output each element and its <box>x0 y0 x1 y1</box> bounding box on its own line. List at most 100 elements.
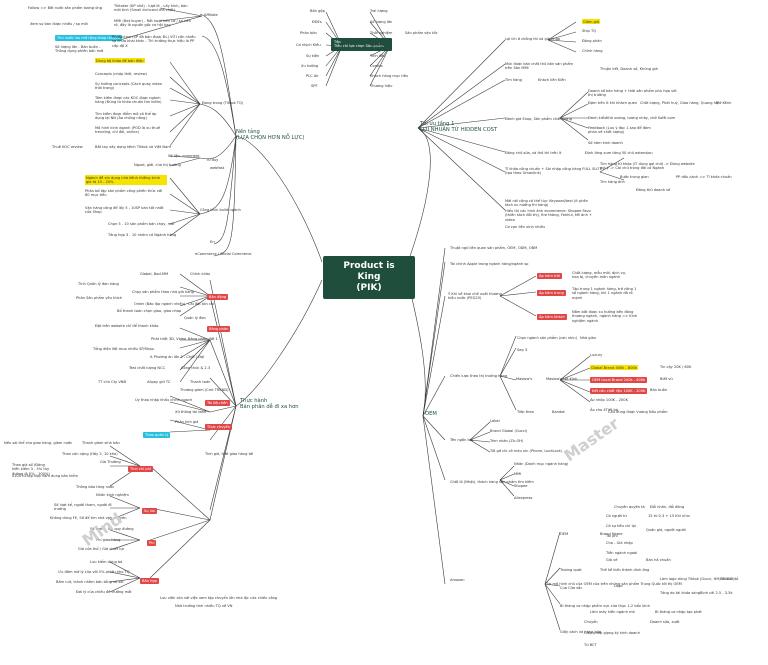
profit-node-22[interactable]: Tìm hàng ảnh <box>600 180 625 184</box>
practice-node-21[interactable]: Thương giám (Cmt TREND) <box>180 388 229 392</box>
practice-node-1[interactable]: Chỉnh khâu <box>190 272 211 276</box>
practice-node-13[interactable]: Tổng diện liệt mua nhiều SP/Shop <box>93 347 154 351</box>
oem-node-63[interactable]: Chuyển <box>584 620 598 624</box>
top-right-8[interactable]: Thương hiệu <box>370 84 393 88</box>
practice-node-12[interactable]: Bảng phân đất 1 <box>188 337 218 341</box>
profit-node-0[interactable]: Lợi ích ở chồng thì xà giá nhập <box>505 37 561 41</box>
practice-node-41[interactable]: Số lượng, lúc quy đường <box>90 527 134 531</box>
foundation-node-3[interactable]: Tâm kiếm được các KOC được ngành hàng (Đ… <box>95 96 162 105</box>
oem-node-64[interactable]: Doanh sửa, xuất <box>650 620 680 624</box>
foundation-node-5[interactable]: Mô hình kinh doanh (POD là xu thuế trend… <box>95 126 160 135</box>
oem-node-9[interactable]: Chiến lược theo thị trường hàng <box>450 374 508 378</box>
practice-node-36[interactable]: Thông báo từng nước <box>76 485 115 489</box>
node-tiktoker[interactable]: Tiktoker (KP nhỏ) - lượt lít - Lấy kinh,… <box>114 4 188 13</box>
top-right-0[interactable]: Trai lượng <box>370 9 388 13</box>
oem-node-16[interactable]: Global Brand 400k - 800k <box>590 365 638 371</box>
profit-node-28[interactable]: Cơ cạn liên xinh nhiều <box>505 225 545 229</box>
oem-node-53[interactable]: Thế kế kiến thành dinh ống <box>600 568 650 572</box>
top-criteria-6[interactable]: PLC Air <box>306 74 319 78</box>
oem-node-60[interactable]: Bi tháng cơ nhập phẩm vực của thực 1-2 b… <box>560 604 650 608</box>
oem-node-44[interactable]: 15 từ 0.3 + 15 Khi nhìn <box>648 514 690 518</box>
oem-node-19[interactable]: Áo nhóp 100K - 200K <box>590 398 628 402</box>
practice-node-26[interactable]: Phân tích giá <box>175 420 199 424</box>
practice-node-8[interactable]: Quản lý đơn <box>184 316 206 320</box>
practice-node-22[interactable]: Tài liệu tiền <box>205 400 230 407</box>
oem-node-41[interactable]: Chuyên quyền tá <box>614 505 645 509</box>
oem-node-21[interactable]: Ảo cho 4Tiết bá <box>590 408 619 412</box>
node-soluong[interactable]: Số lượng lớn - Bán buôn - Thông dụng phi… <box>55 45 104 54</box>
practice-node-43[interactable]: Giá cửa thổ / Giá chiết lực <box>78 547 125 551</box>
branch-oem[interactable]: OEM <box>425 411 437 417</box>
practice-node-7[interactable]: Bổ thanh toán chọn giao, giao nhop <box>117 309 182 313</box>
profit-node-17[interactable]: Số năm kinh doanh <box>588 141 623 145</box>
practice-node-18[interactable]: TT chủ Cty VNĐ <box>98 380 127 384</box>
foundation-node-1[interactable]: Concepts (nhóp thời, review) <box>95 72 147 76</box>
practice-node-16[interactable]: Test chất lượng NCC <box>129 366 166 370</box>
profit-node-11[interactable]: Đợm trên ít khi khách quen <box>588 101 638 105</box>
foundation-node-8[interactable]: Bắt tay xây dựng kênh Tiktok và Việt Nam <box>95 145 171 149</box>
oem-node-42[interactable]: Đổi nhãn, đổi đóng <box>650 505 685 509</box>
foundation-node-15[interactable]: Vận hàng công để lấy 5 - 10SP bán tốt nh… <box>85 206 164 215</box>
top-right-1[interactable]: Số lượng lớn <box>370 20 393 24</box>
oem-node-47[interactable]: Tài phí <box>606 534 618 538</box>
top-right-5[interactable]: Tinh đến <box>370 54 386 58</box>
node-mmi[interactable]: MMI (Net buyer) - Rắt hoạt tiến cơ / sp … <box>114 19 191 28</box>
practice-node-28[interactable]: Tinh giá, thời giao hàng tới <box>205 452 254 456</box>
foundation-node-20[interactable]: eCommerce / Social Commerce <box>195 252 252 256</box>
oem-node-27[interactable]: Tên ngắn tao <box>450 438 474 442</box>
oem-node-7[interactable]: Áp hàm khách <box>537 314 567 321</box>
top-right-2[interactable]: Thời nghiệm <box>370 31 393 35</box>
practice-node-33[interactable]: Theo giá số (Đăng kiến kiểm 3 - 5% tùy đ… <box>12 463 50 476</box>
top-criteria-3[interactable]: Cơ nhịch Kiều <box>296 43 321 47</box>
profit-node-10[interactable]: Doanh số bán hàng + thời sản phẩm phù hợ… <box>588 89 677 98</box>
oem-node-61[interactable]: Lâm máy kiến ngành mỏ <box>590 610 635 614</box>
oem-node-38[interactable]: Tại mô hình chủ của OEM của trên những s… <box>546 582 682 586</box>
practice-node-25[interactable]: Thực chuyển <box>205 424 233 431</box>
profit-node-5[interactable]: Mức được bán chất thủ bản sản phẩm trên … <box>505 62 574 71</box>
practice-node-14[interactable]: Bảng phân <box>207 326 231 333</box>
oem-node-30[interactable]: Trim nhân (Zir-OH) <box>490 439 524 443</box>
profit-node-4[interactable]: Chỉnh hàng <box>582 49 603 53</box>
practice-node-11[interactable]: Phát triệt 3D, Video <box>151 337 187 341</box>
oem-node-14[interactable]: Maslow's tat Kinh <box>546 377 578 381</box>
oem-node-67[interactable]: Giấy cách và hàng hóa <box>560 630 602 634</box>
foundation-node-19[interactable]: Err <box>210 240 216 244</box>
branch-foundation[interactable]: Nền tảng (LỰA CHỌN HƠN NỖ LỰC) <box>236 129 305 141</box>
practice-node-42[interactable]: Phí giao hàng <box>96 538 121 542</box>
foundation-node-18[interactable]: Công thức build ngành <box>200 208 241 212</box>
oem-node-54[interactable]: Cua Cửa sắc <box>560 586 583 590</box>
oem-node-3[interactable]: Áp hàm trôi <box>537 273 563 280</box>
practice-node-0[interactable]: Global, Bad-MM <box>140 272 169 276</box>
profit-node-21[interactable]: Tìm hàng từ khóa (Ờ dùng gợi chữ) -> Đún… <box>600 162 695 171</box>
profit-node-23[interactable]: Bước trung gian <box>620 175 649 179</box>
practice-node-34[interactable]: x100 từ tập hợp năm dung bản kiểm <box>12 474 78 478</box>
practice-node-3[interactable]: Chạy sản phẩm theo nhà giá hàng <box>132 290 194 294</box>
practice-node-2[interactable]: Tính Quản lý đơn hàng <box>78 282 119 286</box>
practice-node-47[interactable]: Bấm nút, tránh nhằm bản tổng vô sai <box>56 580 124 584</box>
foundation-node-7[interactable]: Thuê KOC review <box>52 145 83 149</box>
foundation-node-14[interactable]: Phân bổ tập sản phẩm công phiên thức với… <box>85 189 163 198</box>
oem-node-11[interactable]: Nhà giàn <box>580 336 597 340</box>
practice-node-4[interactable]: Phân Sản phẩm yêu thích <box>76 296 123 300</box>
oem-node-28[interactable]: Label <box>490 419 500 423</box>
foundation-node-17[interactable]: Tăng hợp 3 - 10 nhóm có Ngành hàng <box>108 233 177 237</box>
practice-node-24[interactable]: Xử thông tài lead <box>175 410 206 414</box>
practice-node-44[interactable]: Phí <box>147 540 157 547</box>
top-right-3[interactable]: Sản phẩm vận tốc <box>405 31 438 35</box>
oem-node-2[interactable]: Ý Khi về khai chế xuất thương hiệu nước … <box>448 292 502 301</box>
profit-node-15[interactable]: Khó xương, tương nhảy, chở SaMi.com <box>606 116 676 120</box>
foundation-node-4[interactable]: Tìm kiếm được điểm mô có thể áp dụng lại… <box>95 112 157 121</box>
oem-node-40[interactable]: Brand Name <box>600 532 623 536</box>
oem-node-23[interactable]: Tin cậy 20K / 60K <box>660 365 692 369</box>
profit-node-13[interactable]: Mở Kênh <box>716 101 732 105</box>
top-criteria-2[interactable]: Phân bón <box>300 31 317 35</box>
oem-node-4[interactable]: Chất lượng, mẫu mới, dịch vụ, hoa bị, ch… <box>572 271 627 280</box>
oem-node-52[interactable]: Trương quát <box>560 568 582 572</box>
branch-practice[interactable]: Thực hành Bán phân dễ đi xa hơn <box>240 398 299 410</box>
practice-node-38[interactable]: Số lượt kể, người tham, người đi trưởng <box>54 503 112 512</box>
oem-node-17[interactable]: OEM Local Brand 200k - 400k <box>590 377 648 384</box>
oem-node-24[interactable]: Tiếp theo <box>517 410 534 414</box>
profit-node-2[interactable]: Ship TQ <box>582 29 597 33</box>
practice-node-17[interactable]: Công thức & 2.3 <box>181 366 211 370</box>
central-topic[interactable]: Product is King (PIK) <box>323 256 415 299</box>
